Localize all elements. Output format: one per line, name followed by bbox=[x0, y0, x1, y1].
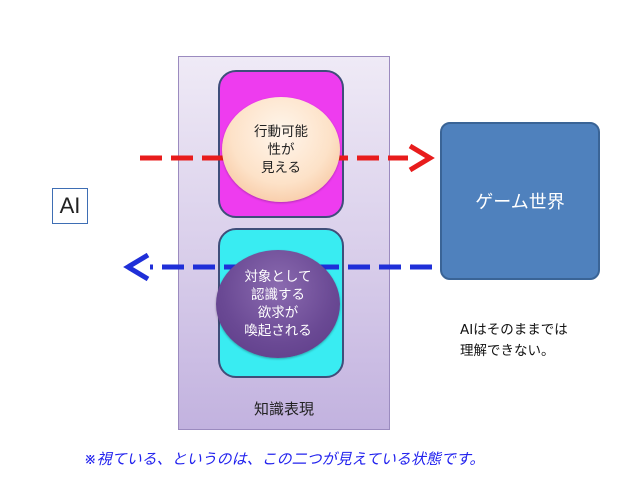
game-world-label: ゲーム世界 bbox=[475, 192, 565, 213]
ai-label: AI bbox=[52, 188, 88, 224]
affordance-circle: 行動可能 性が 見える bbox=[222, 97, 340, 202]
note-line1: AIはそのままでは bbox=[460, 322, 568, 338]
knowledge-label: 知識表現 bbox=[253, 400, 314, 418]
affordance-text-line3: 見える bbox=[260, 159, 302, 176]
affordance-text-line2: 性が bbox=[267, 141, 295, 158]
note-line2: 理解できない。 bbox=[460, 343, 555, 359]
note-text: AIはそのままでは 理解できない。 bbox=[460, 320, 568, 362]
desire-text-line2: 認識する bbox=[251, 287, 305, 303]
game-world-box: ゲーム世界 bbox=[440, 122, 600, 280]
footnote: ※視ている、というのは、この二つが見えている状態です。 bbox=[84, 450, 485, 468]
affordance-text-line1: 行動可能 bbox=[254, 123, 308, 140]
desire-text-line1: 対象として bbox=[244, 269, 312, 285]
desire-text-line4: 喚起される bbox=[244, 323, 312, 339]
desire-text-line3: 欲求が bbox=[257, 305, 299, 321]
desire-circle: 対象として 認識する 欲求が 喚起される bbox=[216, 250, 340, 358]
